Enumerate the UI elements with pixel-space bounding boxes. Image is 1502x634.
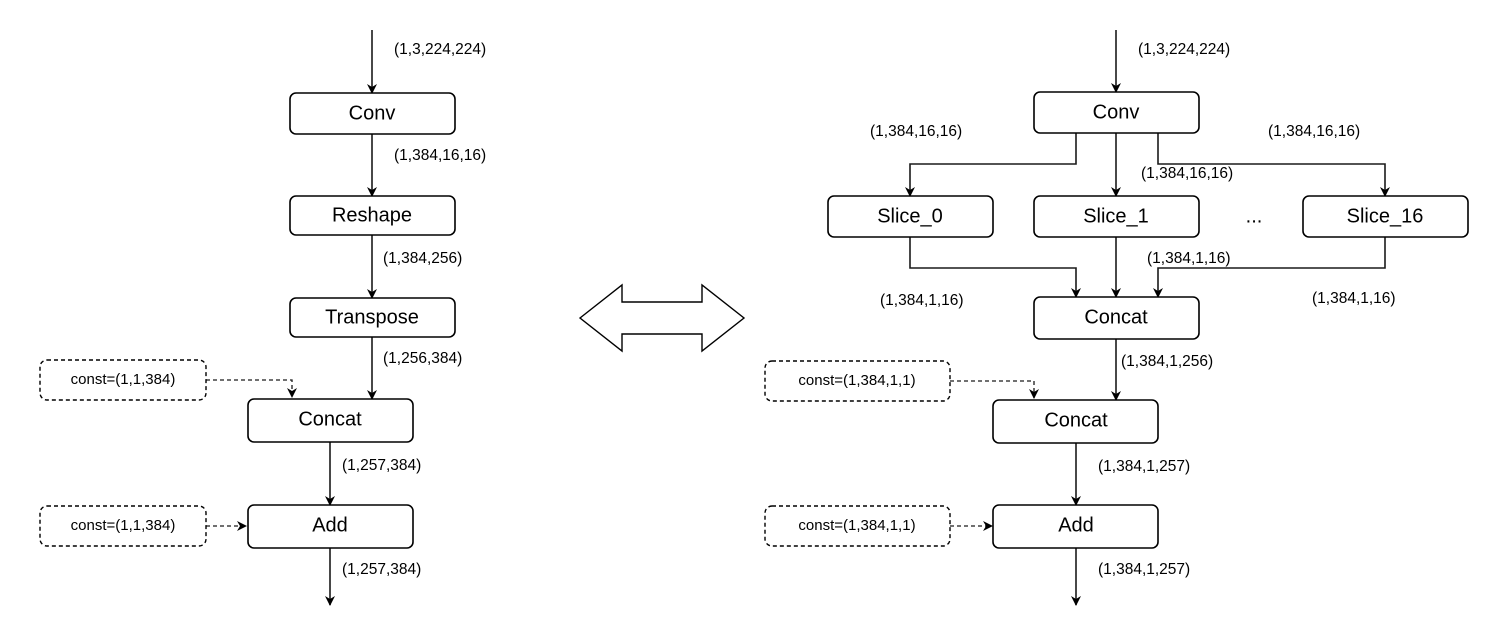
right-conv-to-slice0-edge (905, 133, 1077, 197)
right-conv-out-left-shape-label: (1,384,16,16) (870, 123, 962, 140)
left-reshape-label: Reshape (332, 204, 412, 226)
right-concat2-label: Concat (1044, 409, 1108, 431)
left-concat-const-edge (206, 379, 297, 398)
right-conv-out-right-shape-label: (1,384,16,16) (1268, 123, 1360, 140)
left-conv-label: Conv (349, 102, 396, 124)
left-add-out-shape-label: (1,257,384) (342, 561, 421, 578)
right-add-const-label: const=(1,384,1,1) (798, 517, 915, 534)
right-slice-out-left-shape-label: (1,384,1,16) (880, 292, 964, 309)
right-slice0-to-concat-edge (909, 237, 1081, 298)
right-concat2-out-shape-label: (1,384,1,257) (1098, 458, 1190, 475)
right-add-label: Add (1058, 514, 1094, 536)
left-add-const-box: const=(1,1,384) (39, 505, 207, 547)
left-reshape-out-shape-label: (1,384,256) (383, 250, 462, 267)
right-add-node: Add (992, 504, 1159, 549)
left-input-shape-label: (1,3,224,224) (394, 41, 486, 58)
right-conv-out-mid-shape-label: (1,384,16,16) (1141, 165, 1233, 182)
left-add-node: Add (247, 504, 414, 549)
right-add-const-box: const=(1,384,1,1) (764, 505, 951, 547)
right-conv-node: Conv (1033, 91, 1200, 134)
right-add-out-shape-label: (1,384,1,257) (1098, 561, 1190, 578)
left-conv-node: Conv (289, 92, 456, 135)
right-graph: Conv Slice_0 Slice_1 ... Slice_16 Concat… (764, 30, 1469, 606)
right-slice1-node: Slice_1 (1033, 195, 1200, 238)
left-conv-out-shape-label: (1,384,16,16) (394, 147, 486, 164)
right-input-shape-label: (1,3,224,224) (1138, 41, 1230, 58)
left-transpose-label: Transpose (325, 306, 419, 328)
left-reshape-node: Reshape (289, 195, 456, 236)
left-concat-node: Concat (247, 398, 414, 443)
right-slice0-node: Slice_0 (827, 195, 994, 238)
left-concat-const-label: const=(1,1,384) (71, 371, 176, 388)
left-graph: Conv Reshape Transpose Concat Add const=… (39, 30, 486, 606)
left-transpose-out-shape-label: (1,256,384) (383, 350, 462, 367)
right-concat1-out-shape-label: (1,384,1,256) (1121, 353, 1213, 370)
right-concat1-label: Concat (1084, 306, 1148, 328)
right-slice-out-mid-shape-label: (1,384,1,16) (1147, 250, 1231, 267)
right-slice16-label: Slice_16 (1347, 205, 1424, 227)
left-add-const-label: const=(1,1,384) (71, 517, 176, 534)
left-concat-const-box: const=(1,1,384) (39, 359, 207, 401)
right-slice-ellipsis: ... (1246, 205, 1263, 227)
right-conv-to-slice16-edge (1157, 133, 1390, 197)
right-slice1-label: Slice_1 (1083, 205, 1149, 227)
left-concat-label: Concat (298, 408, 362, 430)
right-slice16-node: Slice_16 (1302, 195, 1469, 238)
left-transpose-node: Transpose (289, 297, 456, 338)
right-concat-const-box: const=(1,384,1,1) (764, 360, 951, 402)
right-slice16-to-concat-edge (1153, 237, 1386, 298)
right-concat-const-label: const=(1,384,1,1) (798, 372, 915, 389)
right-concat2-node: Concat (992, 399, 1159, 444)
equivalence-double-arrow-icon (578, 283, 746, 353)
right-concat-const-edge (950, 380, 1039, 399)
left-concat-out-shape-label: (1,257,384) (342, 457, 421, 474)
right-slice-out-right-shape-label: (1,384,1,16) (1312, 290, 1396, 307)
right-concat1-node: Concat (1033, 296, 1200, 340)
right-slice0-label: Slice_0 (877, 205, 943, 227)
right-conv-label: Conv (1093, 101, 1140, 123)
left-add-label: Add (312, 514, 348, 536)
